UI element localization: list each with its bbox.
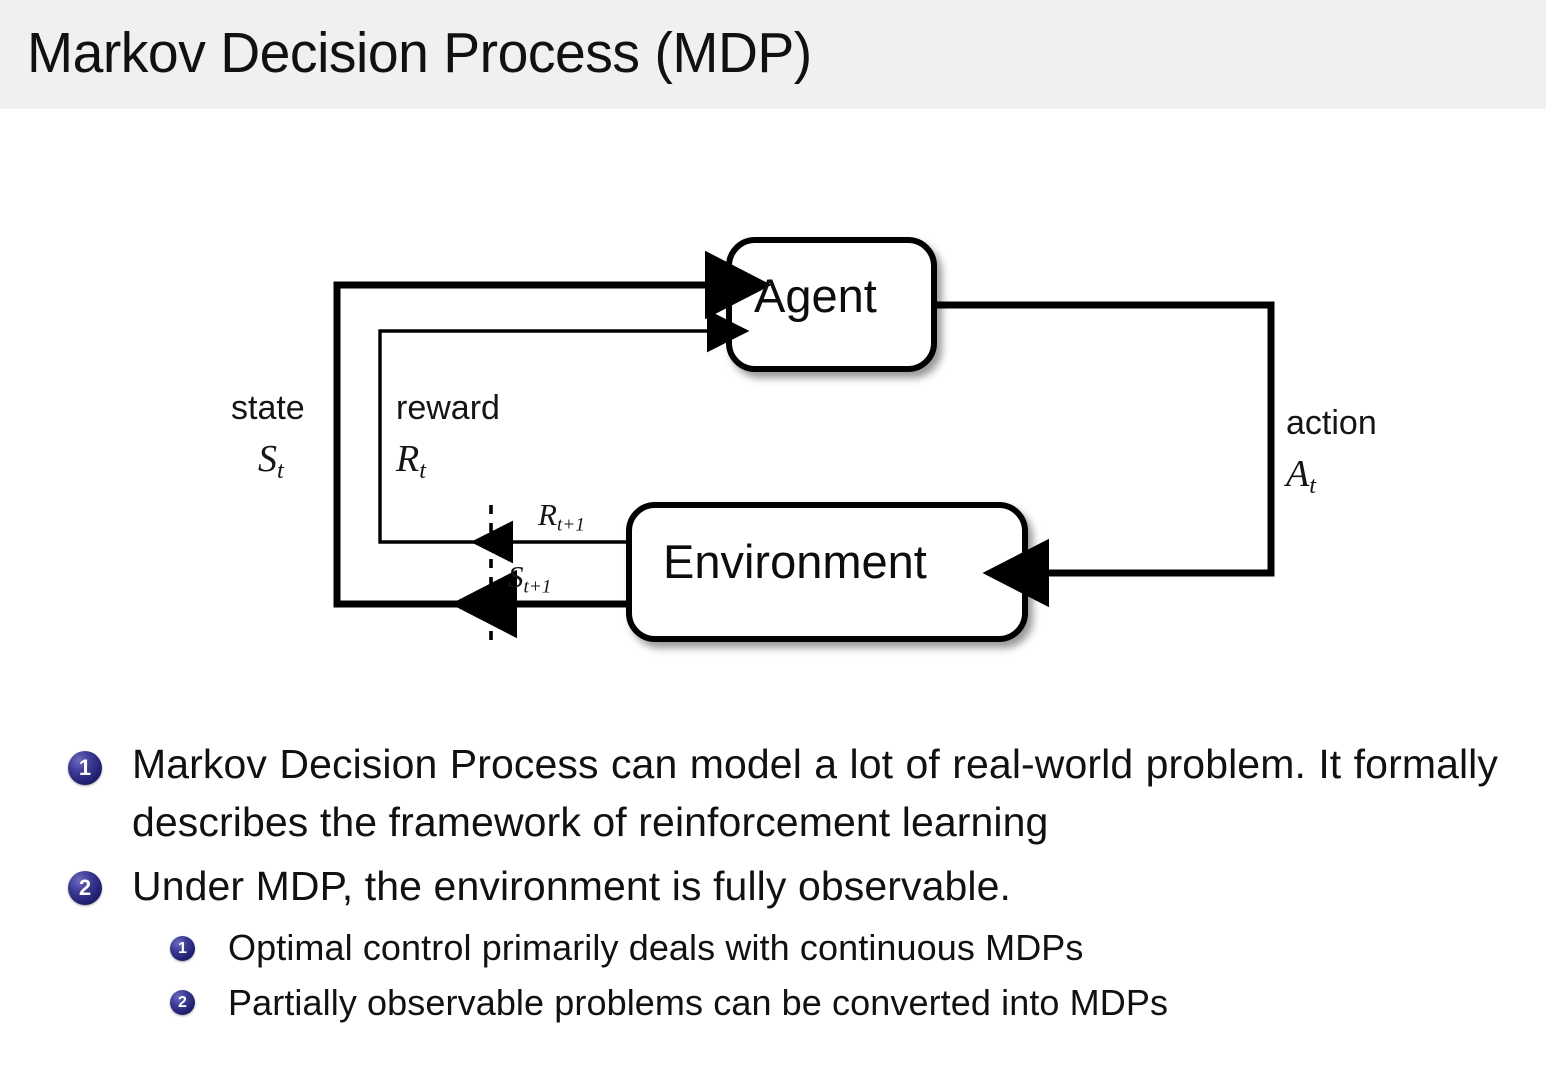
sub-list-item: 1 Optimal control primarily deals with c…: [0, 921, 1546, 974]
sub-bullet-badge-2: 2: [170, 990, 195, 1015]
sub-list-item: 2 Partially observable problems can be c…: [0, 976, 1546, 1029]
next-reward-label: Rt+1: [538, 497, 585, 536]
sub-bullet-text-2: Partially observable problems can be con…: [228, 982, 1169, 1023]
state-label-symbol: St: [258, 438, 284, 484]
bullet-text-2: Under MDP, the environment is fully obse…: [132, 863, 1012, 909]
mdp-diagram: Agent Environment state St reward Rt act…: [0, 109, 1546, 719]
slide-header-band: [0, 0, 1546, 109]
action-line: [934, 301, 1275, 608]
sub-bullet-text-1: Optimal control primarily deals with con…: [228, 927, 1084, 968]
state-label-word: state: [231, 389, 305, 427]
bullet-text-1: Markov Decision Process can model a lot …: [132, 741, 1498, 845]
environment-box-label: Environment: [663, 535, 927, 588]
state-feedback-line: [333, 250, 772, 608]
action-label-word: action: [1286, 404, 1377, 442]
page-title: Markov Decision Process (MDP): [27, 21, 812, 85]
sub-bullet-badge-1: 1: [170, 936, 195, 961]
reward-label-symbol: Rt: [396, 438, 426, 484]
agent-box-label: Agent: [754, 269, 877, 322]
diagram-canvas: [333, 237, 1275, 643]
bullet-badge-1: 1: [68, 751, 102, 785]
next-state-label: St+1: [508, 559, 552, 598]
reward-label-word: reward: [396, 389, 500, 427]
bullet-badge-2: 2: [68, 871, 102, 905]
reward-feedback-line: [378, 309, 750, 544]
list-item: 2 Under MDP, the environment is fully ob…: [0, 857, 1546, 915]
action-label-symbol: At: [1286, 453, 1316, 499]
list-item: 1 Markov Decision Process can model a lo…: [0, 735, 1546, 851]
bullet-list: 1 Markov Decision Process can model a lo…: [0, 735, 1546, 1031]
